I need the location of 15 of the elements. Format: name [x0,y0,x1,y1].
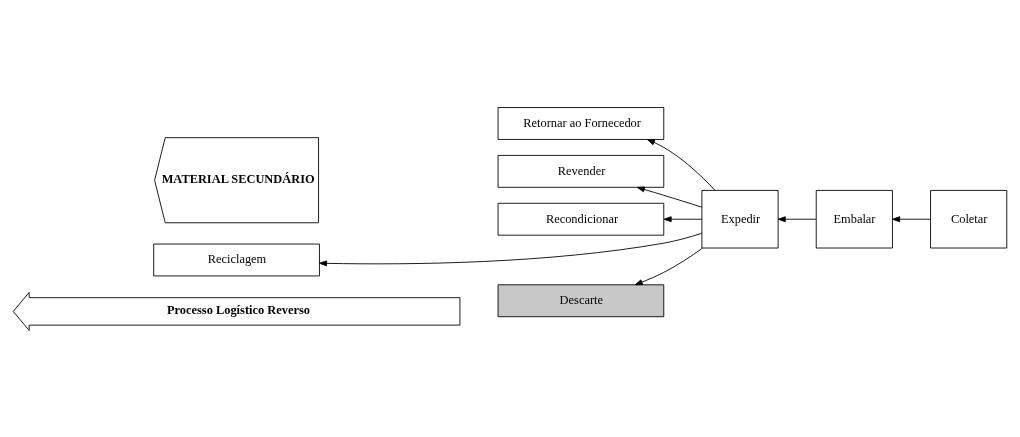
node-box: Coletar [930,189,1008,248]
arrow [319,232,703,266]
node-box: Retornar ao Fornecedor [497,106,665,140]
node-box: Revender [497,154,665,188]
node-box: Descarte [497,283,665,317]
arrow [636,186,703,208]
arrow [777,215,817,222]
arrow [663,215,703,222]
node-box: Embalar [815,189,893,248]
arrow [646,138,716,191]
node-box: Expedir [701,189,779,248]
arrow [634,247,703,285]
node-box: Recondicionar [497,202,665,236]
arrow [892,215,931,222]
node-box: Reciclagem [153,243,320,276]
